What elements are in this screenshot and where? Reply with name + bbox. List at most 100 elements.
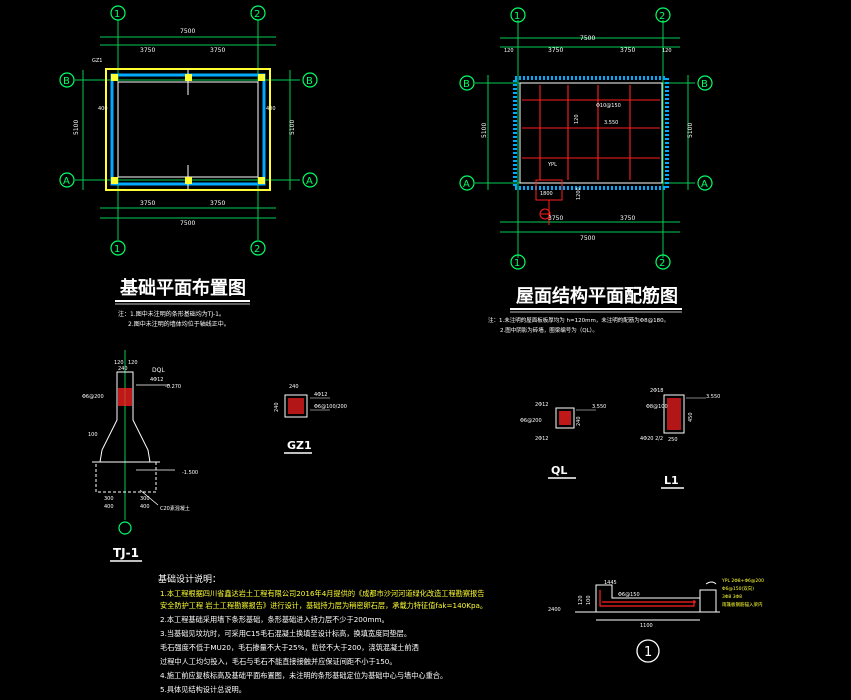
gz1-dim-h: 240 <box>274 402 280 412</box>
fp-axis-a-l: A <box>63 176 70 187</box>
roof-rebar <box>522 85 660 180</box>
ql-detail: 2Φ12 Φ6@200 2Φ12 240 3.550 QL <box>520 402 606 479</box>
ql-title: QL <box>551 464 567 477</box>
l1-detail: 2Φ18 Φ8@100 4Φ20 2/2 250 450 3.550 L1 <box>640 388 720 489</box>
d1-label: 1 <box>644 645 652 660</box>
rp-dim-half-2: 3750 <box>620 47 635 54</box>
fp-gz-label: GZ1 <box>92 58 102 64</box>
detail-1: 1445 Φ6@150 1100 2400 120 100 YPL 2Φ8+Φ6… <box>548 578 764 663</box>
design-notes-title: 基础设计说明： <box>158 573 221 585</box>
fp-dim-400-r: 400 <box>266 106 276 112</box>
tj1-dim-300-r: 300 <box>140 496 150 502</box>
l1-elev: 3.550 <box>706 394 720 400</box>
rp-dim-depth-r: 5100 <box>687 123 694 138</box>
roof-plan-title: 屋面结构平面配筋图 <box>516 285 678 307</box>
roof-plan: 7500 3750 3750 3750 3750 7500 120 120 51… <box>459 7 713 334</box>
rp-dim-1800: 1800 <box>540 191 553 197</box>
tj1-dim-300-l: 300 <box>104 496 114 502</box>
fp-dim-half-1: 3750 <box>140 47 155 54</box>
fp-dim-total: 7500 <box>180 28 195 35</box>
l1-top: 2Φ18 <box>650 388 663 394</box>
d1-note-4: 雨篷板钢筋锚入梁内 <box>722 601 763 608</box>
d1-dim-1445: 1445 <box>604 580 617 586</box>
rp-axis-b-r: B <box>701 79 708 90</box>
rp-axis-a-r: A <box>701 179 708 190</box>
d1-dim-1100: 1100 <box>640 623 653 629</box>
tj1-dim-120-b: 120 <box>128 360 138 366</box>
tj1-rebar-top: 4Φ12 <box>150 377 163 383</box>
tj1-dql: DQL <box>152 367 165 374</box>
tj1-elev-bot: -1.500 <box>182 470 198 476</box>
rp-axis-a-l: A <box>463 179 470 190</box>
fp-dim-depth-l: 5100 <box>73 120 80 135</box>
tj1-concrete: C20素混凝土 <box>160 505 190 512</box>
gz1-detail: 240 240 4Φ12 Φ6@100/200 GZ1 <box>274 384 347 454</box>
fp-axis-a-r: A <box>306 176 313 187</box>
rp-note-1: 注：1.未注明的屋面板板厚均为 h=120mm，未注明的配筋为Φ8@180。 <box>488 316 669 324</box>
ql-bottom: 2Φ12 <box>535 436 548 442</box>
fp-axis-2-top: 2 <box>254 9 260 20</box>
gz1-rebar: 4Φ12 <box>314 392 327 398</box>
foundation-plan-title: 基础平面布置图 <box>119 277 246 299</box>
gz1-title: GZ1 <box>287 439 312 452</box>
d1-note-2: Φ6@150(双向) <box>722 585 754 592</box>
design-note-3c: 过程中人工均匀投入，毛石与毛石不能直接接触并应保证间距不小于150。 <box>160 657 397 666</box>
design-note-5: 5.具体见结构设计总说明。 <box>160 685 246 694</box>
rp-dim-depth-l: 5100 <box>481 123 488 138</box>
d1-rebar: Φ6@150 <box>618 592 640 598</box>
ql-stirrup: Φ6@200 <box>520 418 542 424</box>
l1-dim-w: 250 <box>668 437 678 443</box>
fp-dim-400-l: 400 <box>98 106 108 112</box>
gz1-dim-w: 240 <box>289 384 299 390</box>
fp-dim-half-4: 3750 <box>210 200 225 207</box>
tj1-stirrup: Φ6@200 <box>82 394 104 400</box>
rp-dim-half-3: 3750 <box>548 215 563 222</box>
rp-axis-2-top: 2 <box>659 11 665 22</box>
l1-stirrup: Φ8@100 <box>646 404 668 410</box>
design-note-3b: 毛石强度不低于MU20，毛石掺量不大于25%，粒径不大于200，浇筑混凝土前洒 <box>160 643 419 652</box>
tj1-dim-240: 240 <box>118 366 128 372</box>
l1-title: L1 <box>664 474 679 487</box>
d1-dim-2400: 2400 <box>548 607 561 613</box>
design-notes: 基础设计说明： 1.本工程根据四川省鑫达岩土工程有限公司2016年4月提供的《成… <box>158 573 487 694</box>
tj1-dim-400-l: 400 <box>104 504 114 510</box>
fp-note-2: 2.图中未注明的墙体均位于轴线正中。 <box>128 320 230 328</box>
rp-axis-1-top: 1 <box>514 11 520 22</box>
fp-note-1: 注：1.图中未注明的条形基础均为TJ-1。 <box>118 310 225 318</box>
rp-dim-120-l: 120 <box>504 48 514 54</box>
tj1-dim-100: 100 <box>88 432 98 438</box>
l1-dim-h: 450 <box>688 412 694 422</box>
rp-dim-total: 7500 <box>580 35 595 42</box>
foundation-plan: 7500 3750 3750 3750 3750 7500 5100 5100 … <box>59 5 318 328</box>
design-note-2: 2.本工程基础采用墙下条形基础，条形基础进入持力层不少于200mm。 <box>160 615 389 624</box>
fp-axis-2-bot: 2 <box>254 244 260 255</box>
rp-slab-label: 120 <box>574 114 580 124</box>
design-note-4: 4.施工前应复核标高及基础平面布置图，未注明的条形基础定位为基础中心与墙中心重合… <box>160 671 447 680</box>
d1-note-3: 3Φ8 3Φ8 <box>722 594 742 600</box>
design-note-3: 3.当基础见坟坑时，可采用C15毛石混凝土换填至设计标高，换填宽度同垫层。 <box>160 629 411 638</box>
fp-dim-half-2: 3750 <box>210 47 225 54</box>
rp-elev-label: 3.550 <box>604 120 618 126</box>
fp-dim-depth-r: 5100 <box>289 120 296 135</box>
fp-axis-b-r: B <box>306 76 313 87</box>
rp-dim-1200: 1200 <box>576 187 582 200</box>
rp-dim-half-1: 3750 <box>548 47 563 54</box>
rp-ypl-label: YPL <box>547 162 557 168</box>
rp-axis-b-l: B <box>463 79 470 90</box>
fp-dim-half-3: 3750 <box>140 200 155 207</box>
fp-axis-1-bot: 1 <box>114 244 120 255</box>
rp-dim-total-2: 7500 <box>580 235 595 242</box>
design-note-1b: 安全防护工程 岩土工程勘察报告》进行设计，基础持力层为稍密卵石层，承载力特征值f… <box>160 601 487 610</box>
rp-note-2: 2.图中阴影为砖墙，圈梁编号为（QL）。 <box>500 326 598 334</box>
tj1-detail: 120 120 240 DQL 4Φ12 -0.270 Φ6@200 100 -… <box>82 350 198 562</box>
rp-dim-120-r: 120 <box>662 48 672 54</box>
rp-axis-2-bot: 2 <box>659 258 665 269</box>
d1-dim-100: 100 <box>586 595 592 605</box>
tj1-dim-120: 120 <box>114 360 124 366</box>
design-note-1: 1.本工程根据四川省鑫达岩土工程有限公司2016年4月提供的《成都市沙河河道绿化… <box>160 589 484 598</box>
rp-dim-half-4: 3750 <box>620 215 635 222</box>
ql-top: 2Φ12 <box>535 402 548 408</box>
roof-brick-wall <box>513 76 669 190</box>
fp-axis-b-l: B <box>63 76 70 87</box>
